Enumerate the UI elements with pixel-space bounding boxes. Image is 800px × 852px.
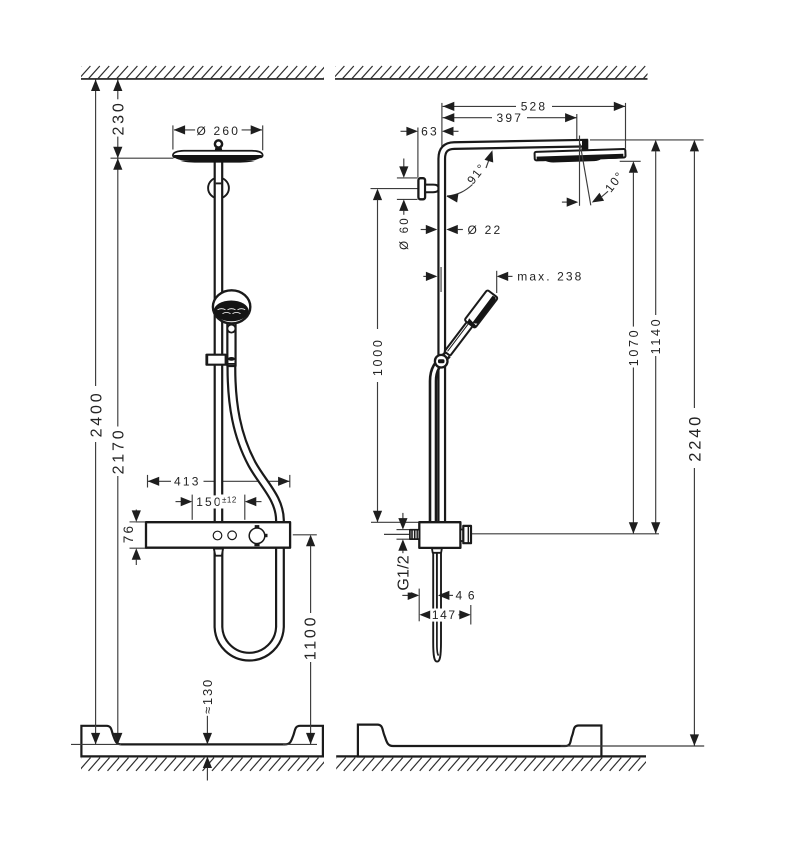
svg-text:4 6: 4 6: [456, 589, 476, 603]
svg-text:1140: 1140: [649, 317, 663, 355]
svg-text:1100: 1100: [302, 615, 319, 661]
svg-text:2170: 2170: [111, 428, 128, 475]
svg-text:397: 397: [496, 111, 523, 125]
svg-text:147: 147: [432, 608, 457, 622]
svg-text:150: 150: [196, 495, 223, 509]
svg-text:230: 230: [111, 100, 128, 135]
svg-text:2240: 2240: [686, 414, 704, 462]
svg-text:2400: 2400: [88, 391, 105, 438]
svg-text:±12: ±12: [222, 495, 237, 504]
svg-text:528: 528: [521, 100, 548, 114]
svg-text:63: 63: [421, 125, 439, 139]
svg-text:≈130: ≈130: [200, 678, 215, 714]
svg-text:1000: 1000: [371, 337, 385, 376]
svg-text:Ø 22: Ø 22: [468, 223, 503, 237]
svg-text:max. 238: max. 238: [517, 270, 583, 284]
svg-text:G1/2: G1/2: [396, 555, 413, 591]
svg-text:1070: 1070: [627, 328, 641, 367]
svg-text:413: 413: [174, 475, 201, 489]
svg-text:Ø 60: Ø 60: [399, 216, 411, 250]
svg-text:76: 76: [121, 524, 136, 543]
svg-text:Ø 260: Ø 260: [196, 124, 240, 138]
